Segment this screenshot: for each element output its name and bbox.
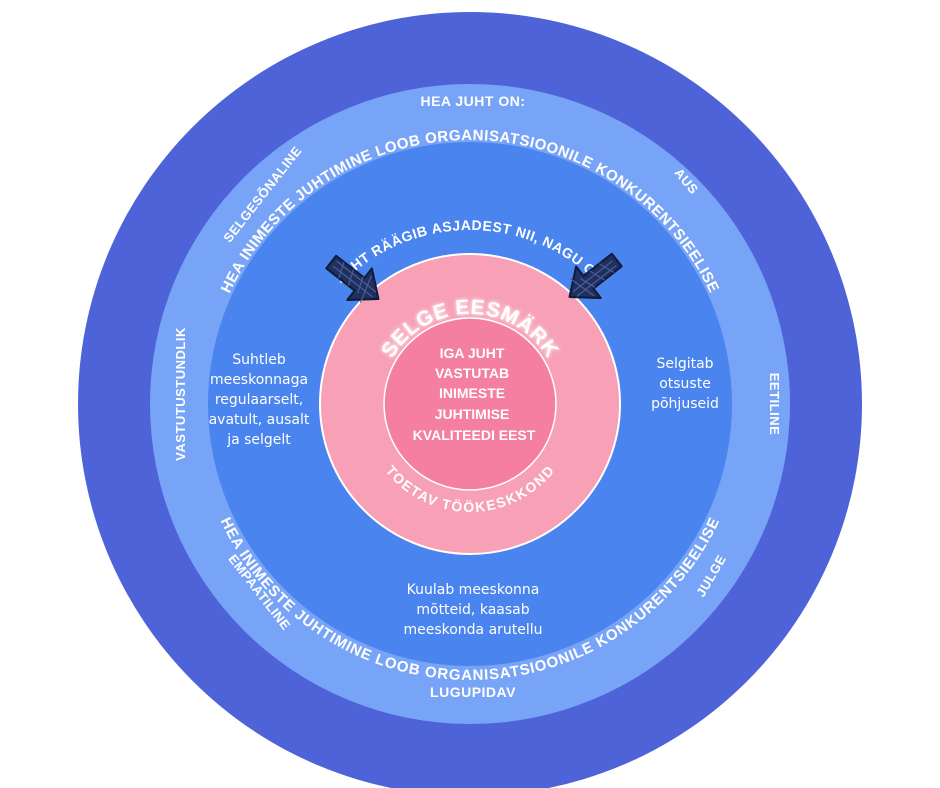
- quality-vastutustundlik: VASTUTUSTUNDLIK: [173, 327, 188, 461]
- center-circle: [383, 317, 557, 491]
- right-note: Selgitab otsuste põhjuseid: [630, 354, 740, 414]
- arrow-left-icon: [325, 254, 380, 303]
- note-line: Selgitab: [656, 356, 714, 372]
- center-line: VASTUTAB: [435, 365, 509, 381]
- note-line: regulaarselt,: [214, 392, 304, 408]
- note-line: Suhtleb: [232, 352, 286, 368]
- note-line: Kuulab meeskonna: [406, 582, 540, 598]
- note-line: mõtteid, kaasab: [416, 602, 530, 618]
- note-line: otsuste: [659, 376, 711, 392]
- center-line: IGA JUHT: [440, 345, 505, 361]
- center-text: IGA JUHT VASTUTAB INIMESTE JUHTIMISE KVA…: [413, 345, 536, 443]
- note-line: avatult, ausalt: [208, 412, 310, 428]
- bottom-note: Kuulab meeskonna mõtteid, kaasab meeskon…: [388, 580, 558, 640]
- center-line: INIMESTE: [439, 385, 505, 401]
- left-note: Suhtleb meeskonnaga regulaarselt, avatul…: [196, 350, 322, 450]
- note-line: meeskonda arutellu: [403, 622, 543, 638]
- note-line: põhjuseid: [651, 396, 719, 412]
- center-line: JUHTIMISE: [435, 406, 510, 422]
- note-line: meeskonnaga: [209, 372, 309, 388]
- qualities-header: HEA JUHT ON:: [420, 93, 525, 109]
- note-line: ja selgelt: [227, 432, 291, 448]
- quality-eetiline: EETILINE: [767, 373, 782, 436]
- center-line: KVALITEEDI EEST: [413, 427, 536, 443]
- arrow-right-icon: [568, 252, 623, 299]
- quality-lugupidav: LUGUPIDAV: [430, 684, 516, 700]
